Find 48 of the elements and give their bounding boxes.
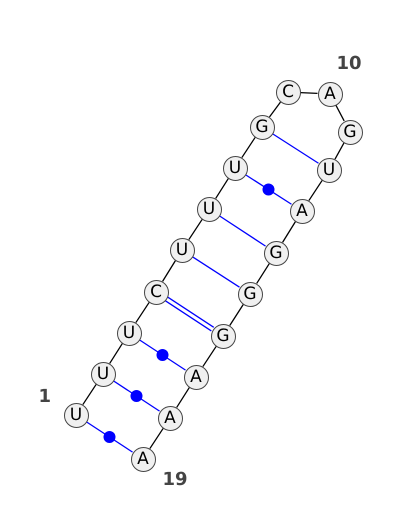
backbone-line bbox=[109, 343, 123, 364]
base-pair-line bbox=[164, 296, 214, 332]
nucleotide-node: A bbox=[130, 446, 156, 472]
nucleotide-node: U bbox=[170, 238, 194, 262]
nucleotide-node: U bbox=[316, 158, 342, 182]
backbone-line bbox=[268, 102, 282, 118]
nucleotide-node: C bbox=[276, 80, 300, 104]
nucleotide-node: U bbox=[90, 362, 116, 386]
nucleotide-node: G bbox=[338, 120, 362, 144]
backbone-line bbox=[215, 178, 229, 199]
base-pair-line bbox=[245, 174, 292, 205]
backbone-line bbox=[256, 263, 270, 284]
base-pair-line bbox=[272, 133, 319, 164]
nucleotide-node: A bbox=[158, 406, 182, 430]
backbone-line bbox=[300, 92, 318, 94]
backbone-line bbox=[188, 219, 203, 240]
base-pair-line bbox=[139, 339, 186, 371]
nucleotide-node: G bbox=[210, 324, 236, 348]
nucleotide-node: G bbox=[250, 114, 274, 140]
position-number: 10 bbox=[336, 54, 362, 74]
nucleotide-node: A bbox=[290, 198, 314, 224]
backbone-line bbox=[202, 346, 217, 367]
backbone-line bbox=[176, 387, 190, 408]
nucleotide-node: A bbox=[318, 82, 342, 106]
backbone-line bbox=[241, 137, 256, 158]
backbone-line bbox=[149, 428, 164, 449]
backbone-line bbox=[282, 221, 296, 243]
nucleotide-node: U bbox=[116, 320, 142, 346]
position-number: 19 bbox=[162, 470, 188, 490]
backbone-line bbox=[135, 302, 150, 323]
nucleotide-node: G bbox=[264, 240, 288, 266]
backbone-line bbox=[229, 304, 244, 326]
nucleotide-node: C bbox=[144, 280, 168, 304]
backbone-line bbox=[334, 142, 345, 160]
nucleotide-node: A bbox=[184, 364, 208, 390]
base-pair-line bbox=[219, 215, 266, 247]
nucleotide-node: U bbox=[222, 156, 248, 180]
base-pair-line bbox=[113, 380, 160, 412]
base-pair-line bbox=[86, 421, 133, 453]
nucleotide-node: G bbox=[238, 282, 262, 306]
backbone-line bbox=[308, 180, 323, 201]
backbone-line bbox=[82, 384, 97, 405]
nucleotide-node: U bbox=[196, 196, 222, 222]
nucleotide-node: U bbox=[64, 402, 88, 428]
base-pair-line bbox=[192, 256, 240, 288]
backbone-line bbox=[162, 260, 176, 282]
backbone-line bbox=[335, 104, 345, 122]
position-number: 1 bbox=[38, 387, 52, 407]
